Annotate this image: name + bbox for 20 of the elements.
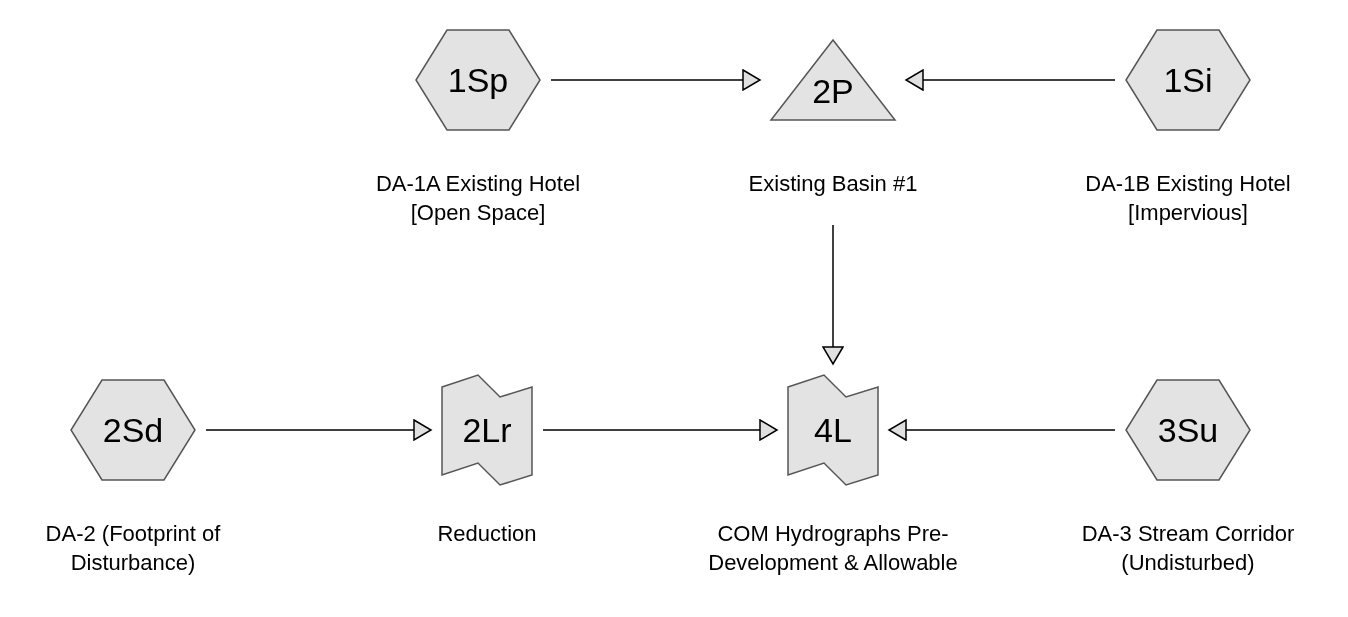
node-description: DA-1A Existing Hotel [Open Space] — [374, 170, 582, 227]
flow-arrow — [542, 419, 778, 441]
flow-arrow — [888, 419, 1116, 441]
node-description: Reduction — [437, 520, 537, 548]
flow-arrow — [905, 69, 1116, 91]
flow-arrow — [550, 69, 761, 91]
node-description: DA-3 Stream Corridor (Undisturbed) — [1080, 520, 1296, 577]
node-id: 1Si — [1163, 60, 1213, 100]
node-id: 1Sp — [447, 60, 509, 100]
node-id: 3Su — [1157, 410, 1219, 450]
node-description: COM Hydrographs Pre-Development & Allowable — [708, 520, 958, 577]
node-description: DA-1B Existing Hotel [Impervious] — [1084, 170, 1292, 227]
node-description: Existing Basin #1 — [748, 170, 918, 198]
node-id: 2P — [812, 71, 854, 111]
flow-arrow — [822, 224, 844, 365]
node-id: 2Lr — [462, 410, 512, 450]
node-description: DA-2 (Footprint of Disturbance) — [44, 520, 222, 577]
flow-arrow — [205, 419, 432, 441]
node-id: 2Sd — [102, 410, 164, 450]
node-id: 4L — [814, 410, 852, 450]
